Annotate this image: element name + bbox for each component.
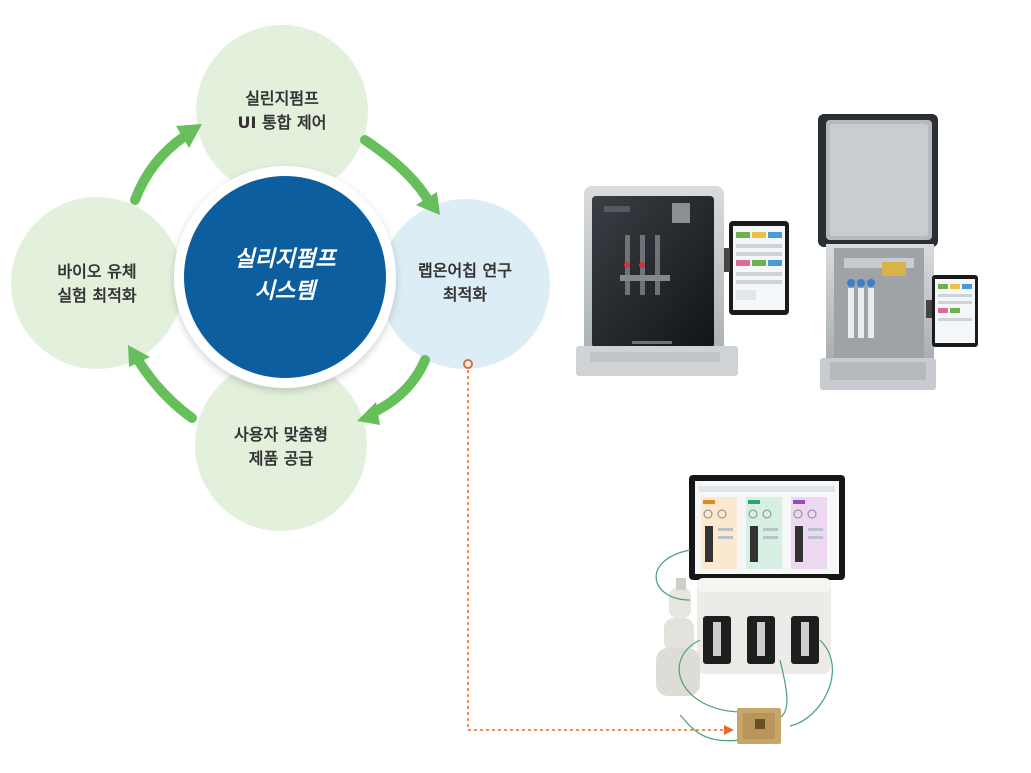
node-top-line1: 실린지펌프 <box>245 89 319 108</box>
node-top-circle <box>196 25 368 197</box>
connector-line <box>463 359 734 735</box>
center-line1: 실리지펌프 <box>234 247 336 272</box>
node-top-label: 실린지펌프 UI 통합 제어 <box>202 87 362 135</box>
node-left-label: 바이오 유체 실험 최적화 <box>17 260 177 308</box>
node-right-circle <box>380 199 550 369</box>
arrowhead-icon <box>128 124 440 425</box>
node-bottom-circle <box>195 359 367 531</box>
node-bottom-line2: 제품 공급 <box>248 449 314 468</box>
node-top-line2: UI 통합 제어 <box>237 113 327 132</box>
node-left-line2: 실험 최적화 <box>57 286 137 305</box>
node-right-label: 랩온어칩 연구 최적화 <box>385 259 545 307</box>
node-right-line2: 최적화 <box>442 285 488 304</box>
center-line2: 시스템 <box>254 279 316 304</box>
node-right-line1: 랩온어칩 연구 <box>418 261 512 280</box>
syringe-pump-open-icon <box>818 114 978 390</box>
node-bottom-line1: 사용자 맞춤형 <box>234 425 328 444</box>
node-bottom-label: 사용자 맞춤형 제품 공급 <box>201 423 361 471</box>
curved-arrow-icon <box>130 131 433 423</box>
center-circle <box>184 176 386 378</box>
syringe-pump-closed-icon <box>576 186 789 376</box>
center-label: 실리지펌프 시스템 <box>205 244 365 308</box>
node-left-line1: 바이오 유체 <box>57 262 137 281</box>
node-left-circle <box>11 197 183 369</box>
syringe-pump-tablet-chip-icon <box>655 475 845 744</box>
